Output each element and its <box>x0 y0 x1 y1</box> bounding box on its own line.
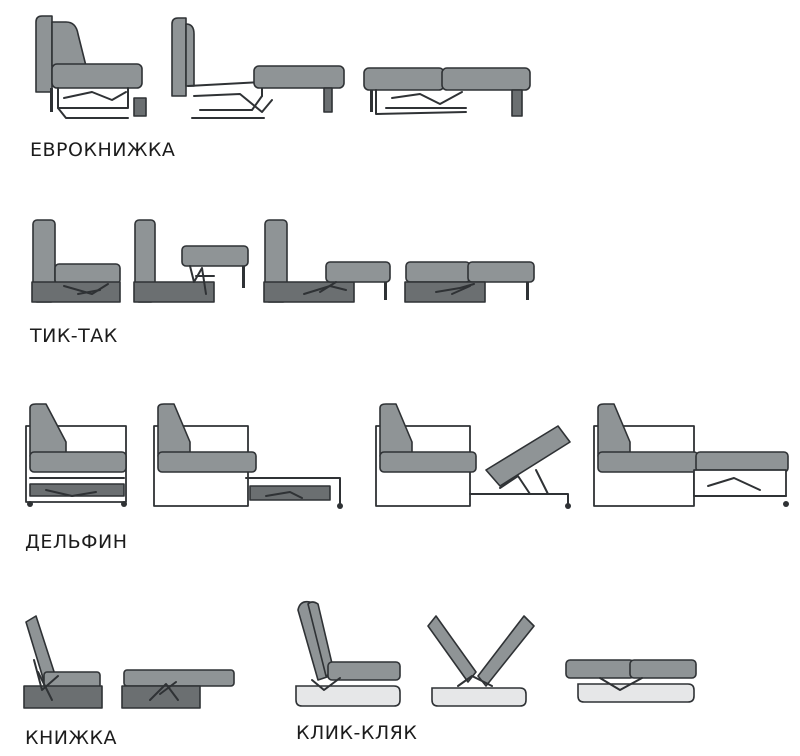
tik-tak-step-2 <box>133 219 249 303</box>
evroknizhka-step-3 <box>363 67 531 117</box>
klik-klyak-step-1 <box>295 600 401 707</box>
label-tik-tak: ТИК-ТАК <box>30 325 118 347</box>
label-delfin: ДЕЛЬФИН <box>25 531 128 553</box>
label-knizhka: КНИЖКА <box>25 727 117 749</box>
tik-tak-step-4 <box>404 261 535 303</box>
knizhka-step-1 <box>23 615 103 709</box>
delfin-step-4 <box>593 403 789 507</box>
delfin-step-3 <box>375 403 571 509</box>
evroknizhka-step-2 <box>171 17 345 119</box>
delfin-step-2 <box>153 403 343 509</box>
label-klik-klyak: КЛИК-КЛЯК <box>296 722 418 744</box>
label-evroknizhka: ЕВРОКНИЖКА <box>30 139 176 161</box>
evroknizhka-step-1 <box>35 15 147 119</box>
knizhka-step-2 <box>121 669 235 709</box>
tik-tak-step-3 <box>263 219 391 303</box>
delfin-step-1 <box>25 403 127 507</box>
tik-tak-step-1 <box>31 219 121 303</box>
klik-klyak-step-2 <box>427 615 535 707</box>
klik-klyak-step-3 <box>565 659 697 703</box>
